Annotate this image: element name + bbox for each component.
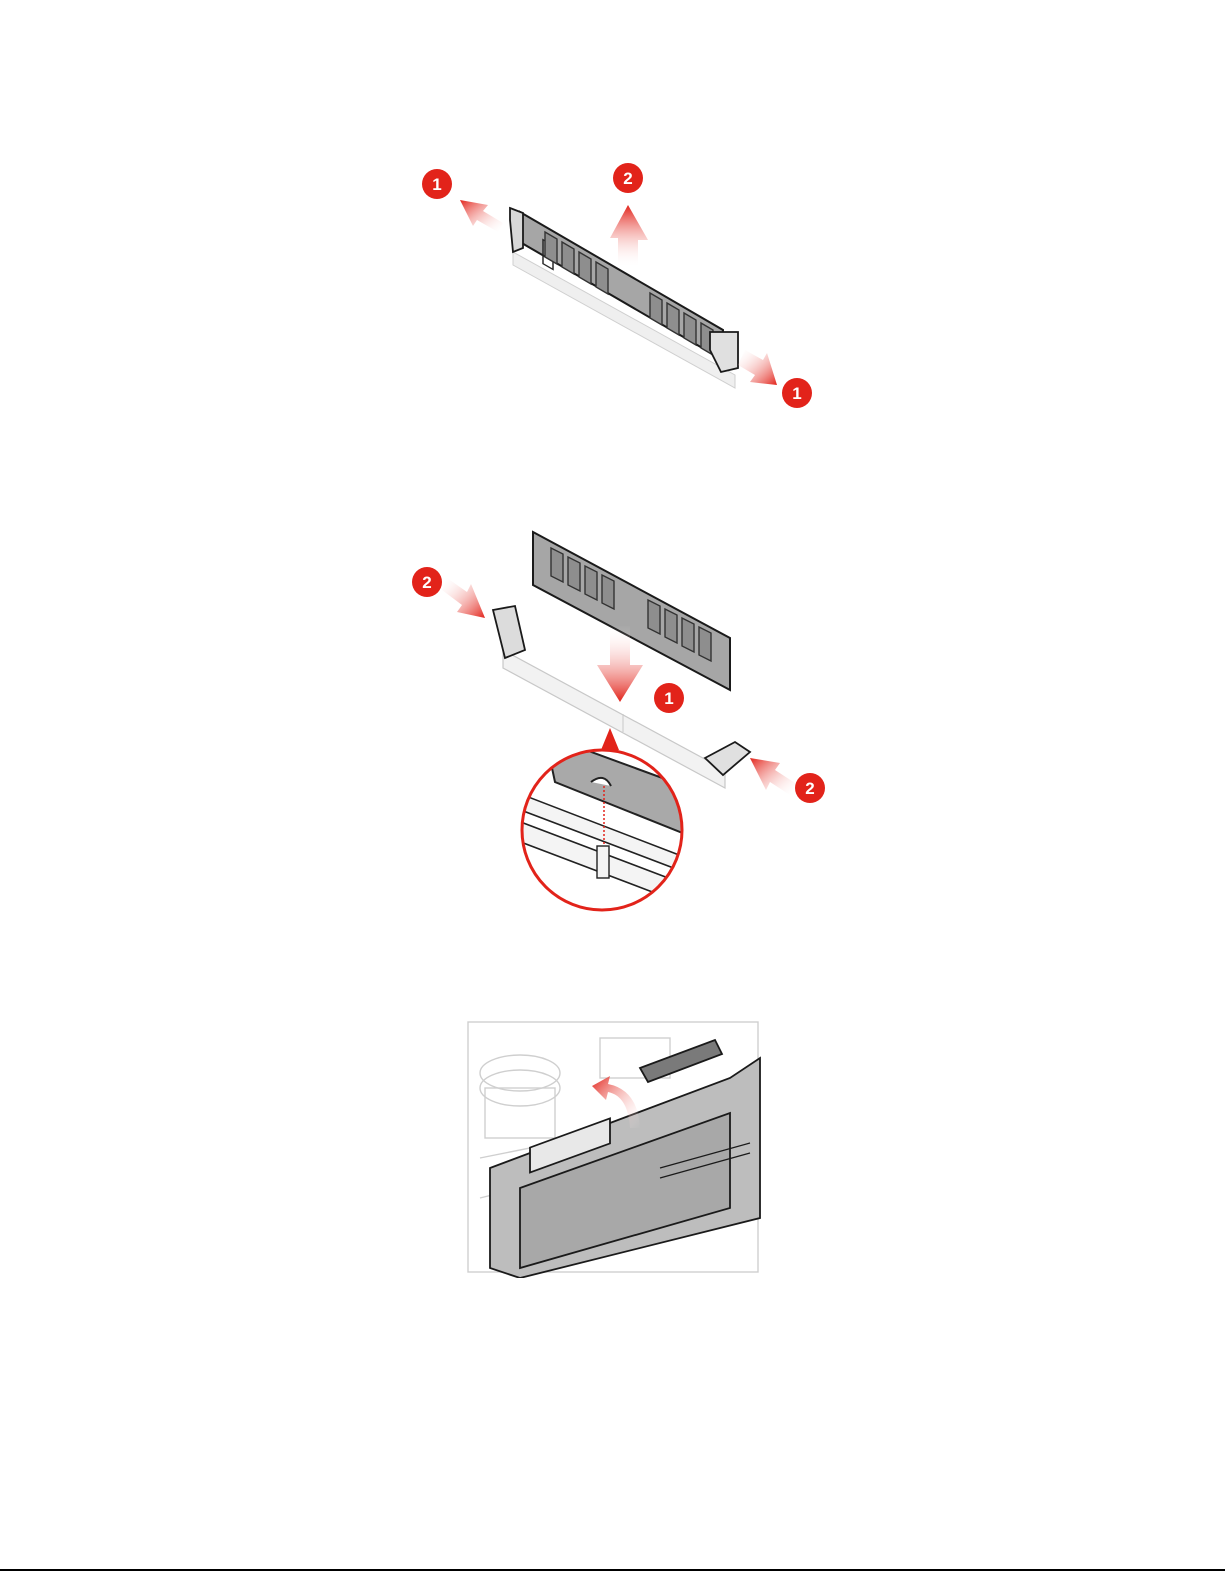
zoom-pointer xyxy=(601,728,619,750)
install-memory-figure: 2 1 2 xyxy=(405,520,835,915)
footer-rule xyxy=(0,1569,1225,1571)
arrow-left-outward-icon xyxy=(460,200,503,232)
callout-1-center: 1 xyxy=(654,683,684,713)
callout-label: 1 xyxy=(664,689,673,708)
arrow-up-icon xyxy=(610,205,648,268)
callout-2-top: 2 xyxy=(613,163,643,193)
callout-label: 2 xyxy=(805,779,814,798)
callout-1-left: 1 xyxy=(422,169,452,199)
arrow-press-left-latch-icon xyxy=(442,578,485,618)
callout-label: 1 xyxy=(432,175,441,194)
callout-label: 2 xyxy=(623,169,632,188)
arrow-right-outward-icon xyxy=(738,350,777,385)
pivot-riser-bracket-figure xyxy=(460,1018,775,1278)
callout-2-left: 2 xyxy=(412,567,442,597)
arrow-press-right-latch-icon xyxy=(750,758,795,795)
callout-2-right: 2 xyxy=(795,773,825,803)
callout-label: 1 xyxy=(792,384,801,403)
left-latch xyxy=(510,208,523,252)
riser-bracket xyxy=(490,1040,760,1278)
callout-label: 2 xyxy=(422,573,431,592)
left-latch xyxy=(493,606,525,658)
remove-memory-figure: 1 2 1 xyxy=(405,160,825,415)
callout-1-right: 1 xyxy=(782,378,812,408)
